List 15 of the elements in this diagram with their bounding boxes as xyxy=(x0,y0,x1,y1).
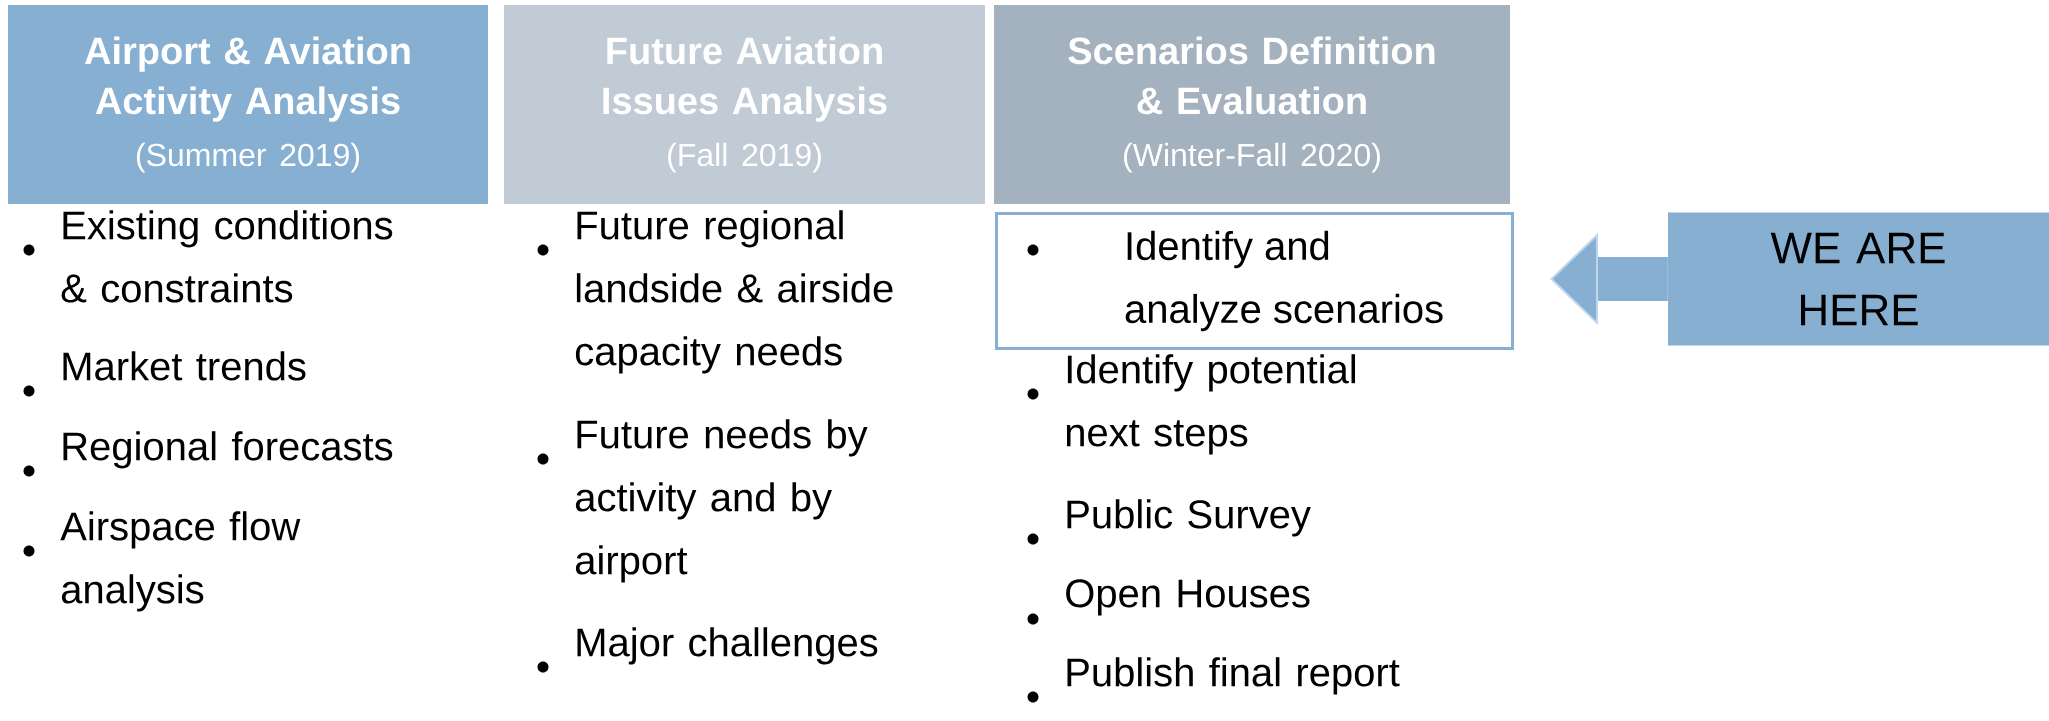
header-box: Airport & Aviation Activity Analysis (Summer 2019) xyxy=(8,5,488,204)
list-item: Public Survey xyxy=(1067,499,1311,537)
list-item: Future regional landside & airside capacity needs xyxy=(575,210,893,374)
list-item: Open Houses xyxy=(1066,579,1310,616)
header-box: Scenarios Definition & Evaluation (Winter-Fall 2020) xyxy=(994,5,1510,204)
list-item: Publish final report xyxy=(1067,657,1400,695)
list-item: Airspace flow analysis xyxy=(60,511,301,612)
list-item: Market trends xyxy=(63,351,306,381)
status-box: WE ARE HERE xyxy=(1668,212,2049,346)
list-item: Major challenges xyxy=(577,627,878,665)
header-box: Future Aviation Issues Analysis (Fall 2019) xyxy=(504,5,985,204)
list-item: Existing conditions & constraints xyxy=(61,210,393,303)
list-item: Regional forecasts xyxy=(63,431,393,469)
highlight-box: Identify and analyze scenarios xyxy=(995,212,1514,350)
list-item: Future needs by activity and by airport xyxy=(575,419,868,583)
